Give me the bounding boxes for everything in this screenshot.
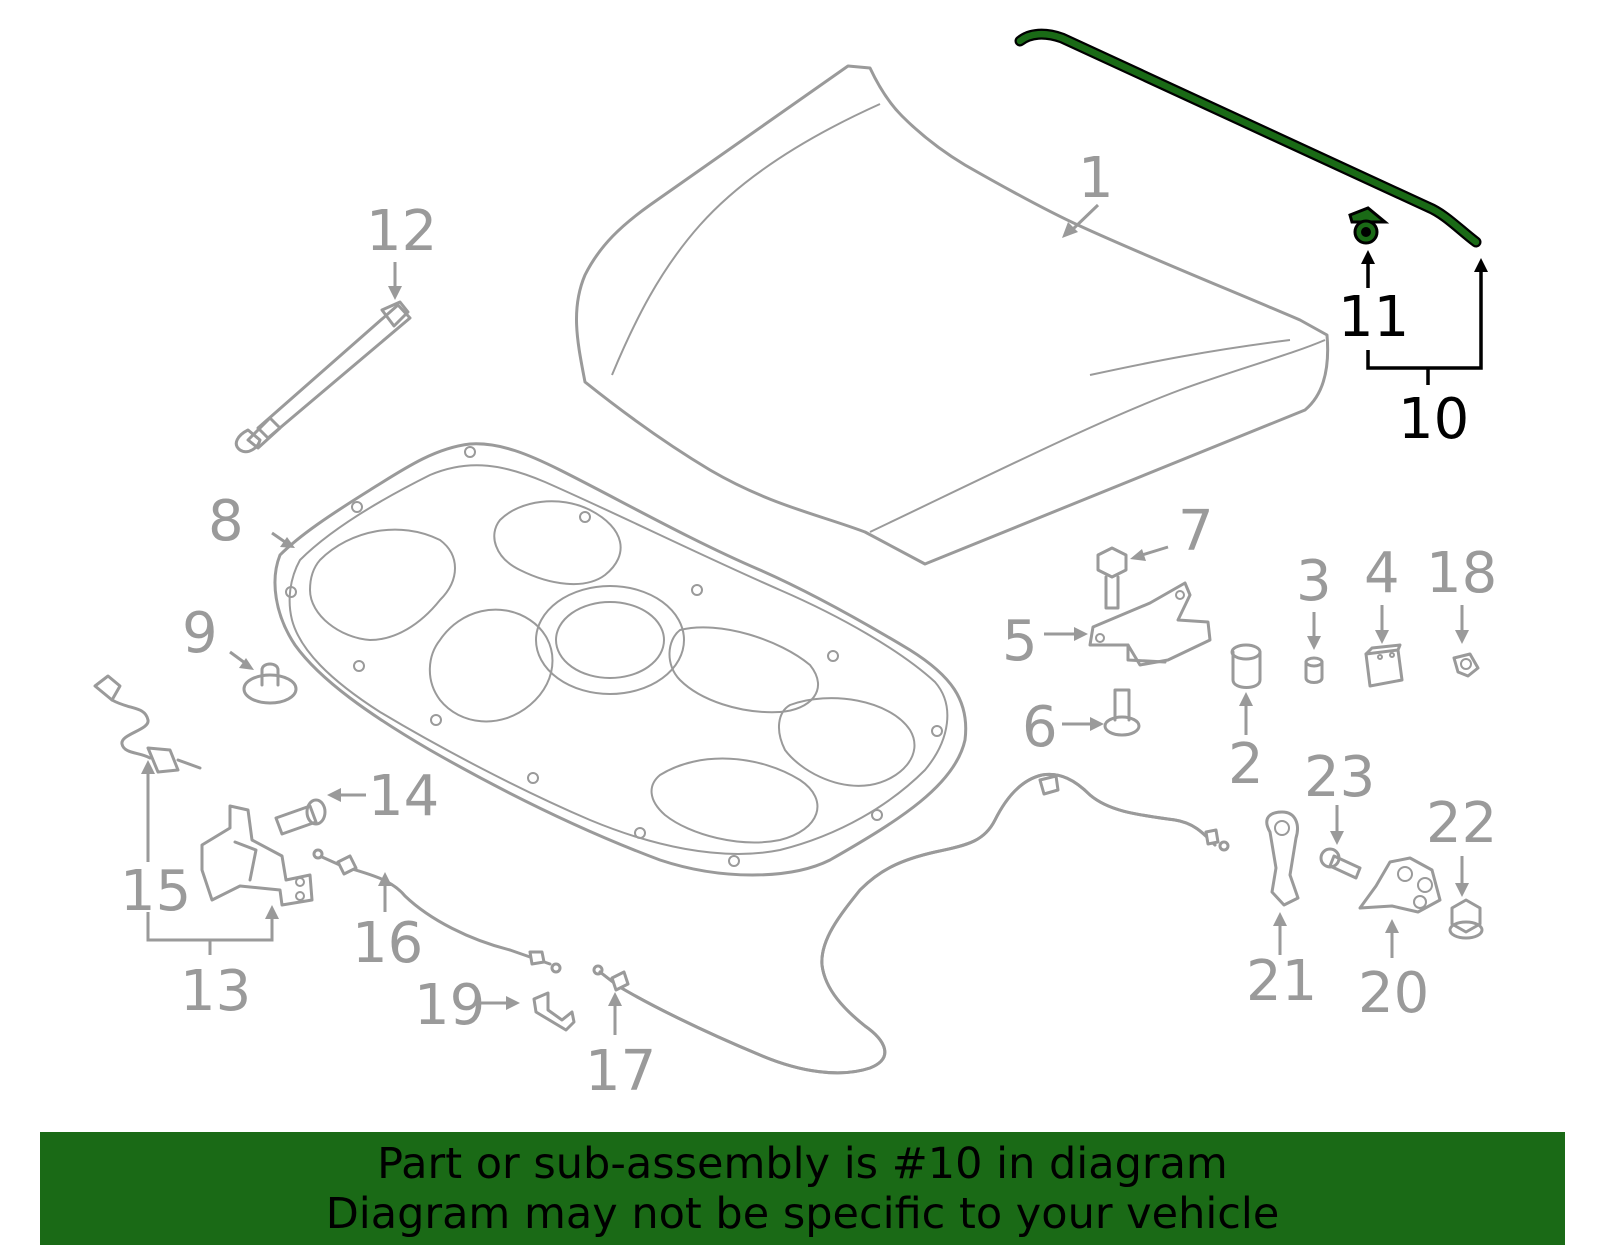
hood-plug	[1304, 656, 1324, 684]
callout-13: 13	[180, 959, 251, 1024]
latch-bolt	[274, 798, 327, 836]
callout-14: 14	[368, 764, 439, 829]
callout-1: 1	[1078, 146, 1114, 211]
callout-17: 17	[585, 1039, 656, 1104]
release-handle	[1265, 810, 1300, 907]
release-cable-front	[312, 848, 562, 974]
callout-15: 15	[120, 859, 191, 924]
flange-nut	[1448, 898, 1484, 940]
callout-19: 19	[414, 973, 485, 1038]
callout-20: 20	[1358, 961, 1429, 1026]
hood-panel	[575, 64, 1330, 566]
hood-switch-sensor	[93, 674, 202, 774]
banner-line-part-number: Part or sub-assembly is #10 in diagram	[377, 1138, 1228, 1189]
callout-4: 4	[1364, 541, 1400, 606]
release-cable-main	[592, 772, 1230, 1075]
hood-clip-small	[1452, 652, 1480, 678]
hood-lift-support	[234, 300, 412, 454]
callout-22: 22	[1426, 791, 1497, 856]
handle-screw	[1319, 847, 1362, 880]
callout-23: 23	[1304, 745, 1375, 810]
hood-seal-strip-highlighted	[1014, 28, 1482, 248]
seal-clip-icon	[1348, 206, 1390, 245]
hood-latch	[200, 804, 314, 907]
callout-5: 5	[1002, 609, 1038, 674]
hood-bumper	[1230, 643, 1262, 689]
hinge-bolt	[1096, 546, 1128, 610]
cable-bracket	[532, 991, 576, 1032]
hood-insulator	[273, 442, 968, 877]
callout-7: 7	[1178, 499, 1214, 564]
callout-3: 3	[1296, 549, 1332, 614]
release-bracket-assembly	[1358, 856, 1442, 914]
highlight-leader-lines	[1361, 250, 1488, 385]
callout-10-highlighted: 10	[1398, 387, 1469, 452]
insulator-retainer	[242, 662, 298, 705]
callout-9: 9	[182, 601, 218, 666]
hood-hinge	[1088, 581, 1212, 667]
callout-8: 8	[208, 489, 244, 554]
hood-nut	[1364, 643, 1404, 688]
callout-6: 6	[1022, 695, 1058, 760]
leader-lines	[141, 203, 1469, 1035]
callout-12: 12	[366, 199, 437, 264]
callout-11: 11	[1338, 285, 1409, 350]
callout-16: 16	[352, 911, 423, 976]
banner-line-disclaimer: Diagram may not be specific to your vehi…	[325, 1188, 1280, 1239]
callout-21: 21	[1246, 949, 1317, 1014]
hinge-mount-bolt	[1103, 688, 1141, 737]
callout-2: 2	[1228, 732, 1264, 797]
callout-labels: 1 12 8 9 7 5 6 2 3 4 18 15 14 13 16 19 1…	[120, 146, 1497, 1104]
info-banner: Part or sub-assembly is #10 in diagram D…	[40, 1132, 1565, 1245]
callout-18: 18	[1426, 541, 1497, 606]
